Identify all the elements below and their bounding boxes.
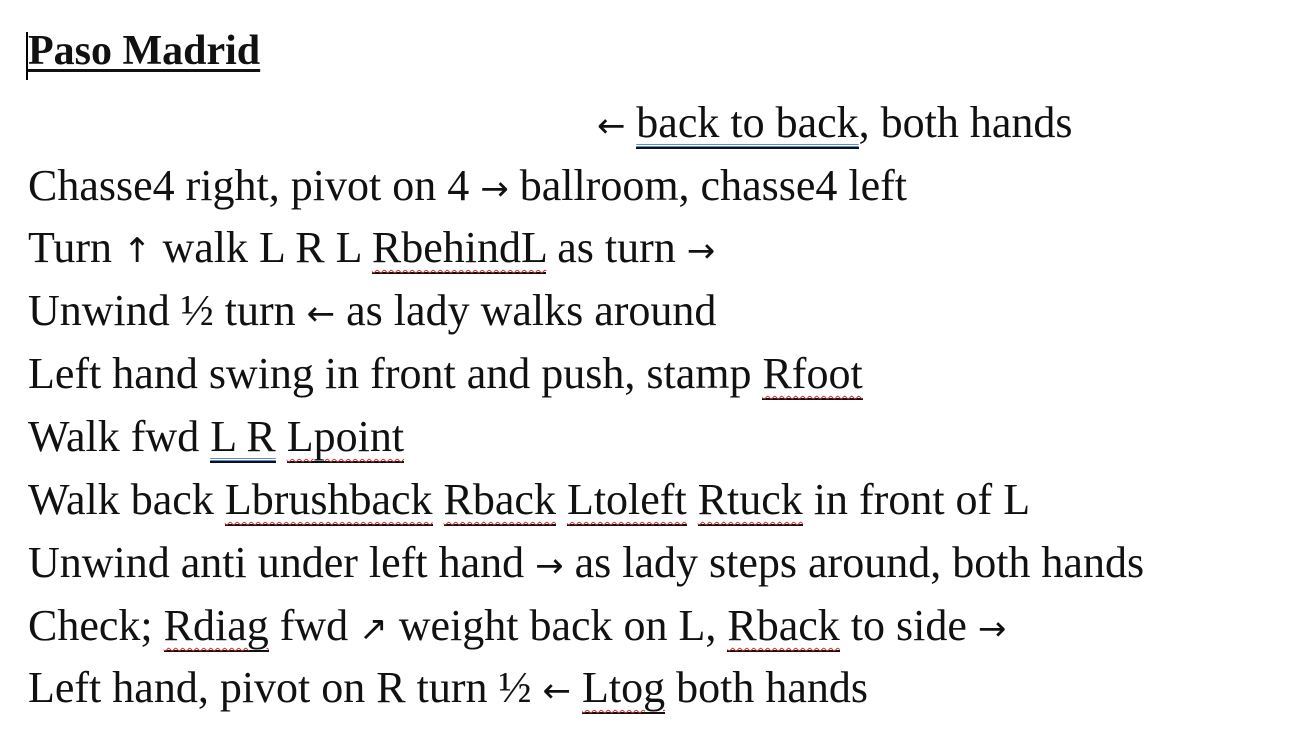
text-run: Check; (28, 601, 164, 650)
misspelled-word: Lpoint (286, 412, 405, 463)
step-line-3[interactable]: Turn ↑ walk L R L RbehindL as turn → (28, 223, 716, 274)
grammar-flagged-text: back to back (636, 98, 859, 149)
misspelled-word: Ltoleft (566, 475, 687, 526)
text-run: Left hand, pivot on R turn ½ (28, 663, 543, 712)
text-run: Walk back (28, 475, 225, 524)
misspelled-word: Lbrushback (224, 475, 433, 526)
step-line-4[interactable]: Unwind ½ turn ← as lady walks around (28, 289, 716, 333)
text-run (687, 475, 698, 524)
step-line-2[interactable]: Chasse4 right, pivot on 4 → ballroom, ch… (28, 164, 907, 208)
text-run: Left hand swing in front and push, stamp (28, 349, 763, 398)
arrow-icon: ← (542, 671, 572, 711)
step-line-6[interactable]: Walk fwd L R Lpoint (28, 412, 405, 463)
misspelled-word: Rfoot (762, 349, 863, 400)
text-cursor (26, 32, 28, 80)
misspelled-word: Rdiag (163, 601, 269, 652)
text-run: walk L R L (151, 223, 372, 272)
text-run: , both hands (858, 98, 1073, 147)
text-run (556, 475, 567, 524)
step-line-1[interactable]: ← back to back, both hands (597, 98, 1073, 149)
text-run: as lady walks around (335, 286, 717, 335)
step-line-7[interactable]: Walk back Lbrushback Rback Ltoleft Rtuck… (28, 475, 1031, 526)
text-run: as turn (546, 223, 687, 272)
text-run: both hands (665, 663, 868, 712)
text-run: to side (839, 601, 978, 650)
misspelled-word: Ltog (582, 663, 666, 714)
step-line-10[interactable]: Left hand, pivot on R turn ½ ← Ltog both… (28, 663, 868, 714)
text-run: weight back on L, (387, 601, 728, 650)
arrow-icon: → (686, 231, 716, 271)
misspelled-word: Rback (727, 601, 840, 652)
step-line-9[interactable]: Check; Rdiag fwd ↗ weight back on L, Rba… (28, 601, 1007, 652)
grammar-flagged-text: L R (210, 412, 276, 463)
step-line-5[interactable]: Left hand swing in front and push, stamp… (28, 349, 863, 400)
text-run (571, 663, 582, 712)
arrow-icon: ↑ (122, 231, 152, 271)
text-run (433, 475, 444, 524)
text-run (276, 412, 287, 461)
text-run: Unwind anti under left hand (28, 538, 536, 587)
arrow-icon: ← (597, 106, 637, 146)
text-run: as lady steps around, both hands (563, 538, 1145, 587)
arrow-icon: → (480, 169, 509, 209)
text-run: ballroom, chasse4 left (508, 161, 908, 210)
arrow-icon: ← (306, 294, 336, 334)
step-line-8[interactable]: Unwind anti under left hand → as lady st… (28, 541, 1144, 585)
text-run: fwd (268, 601, 360, 650)
text-run: Unwind ½ turn (28, 286, 307, 335)
misspelled-word: RbehindL (371, 223, 547, 274)
text-run: Walk fwd (28, 412, 211, 461)
misspelled-word: Rback (443, 475, 556, 526)
text-run: Turn (28, 223, 123, 272)
misspelled-word: Rtuck (697, 475, 803, 526)
arrow-icon: → (977, 609, 1007, 649)
document-title[interactable]: Paso Madrid (28, 28, 261, 74)
text-run: in front of L (802, 475, 1031, 524)
arrow-icon: ↗ (359, 609, 388, 649)
arrow-icon: → (535, 546, 564, 586)
text-run: Chasse4 right, pivot on 4 (28, 161, 481, 210)
